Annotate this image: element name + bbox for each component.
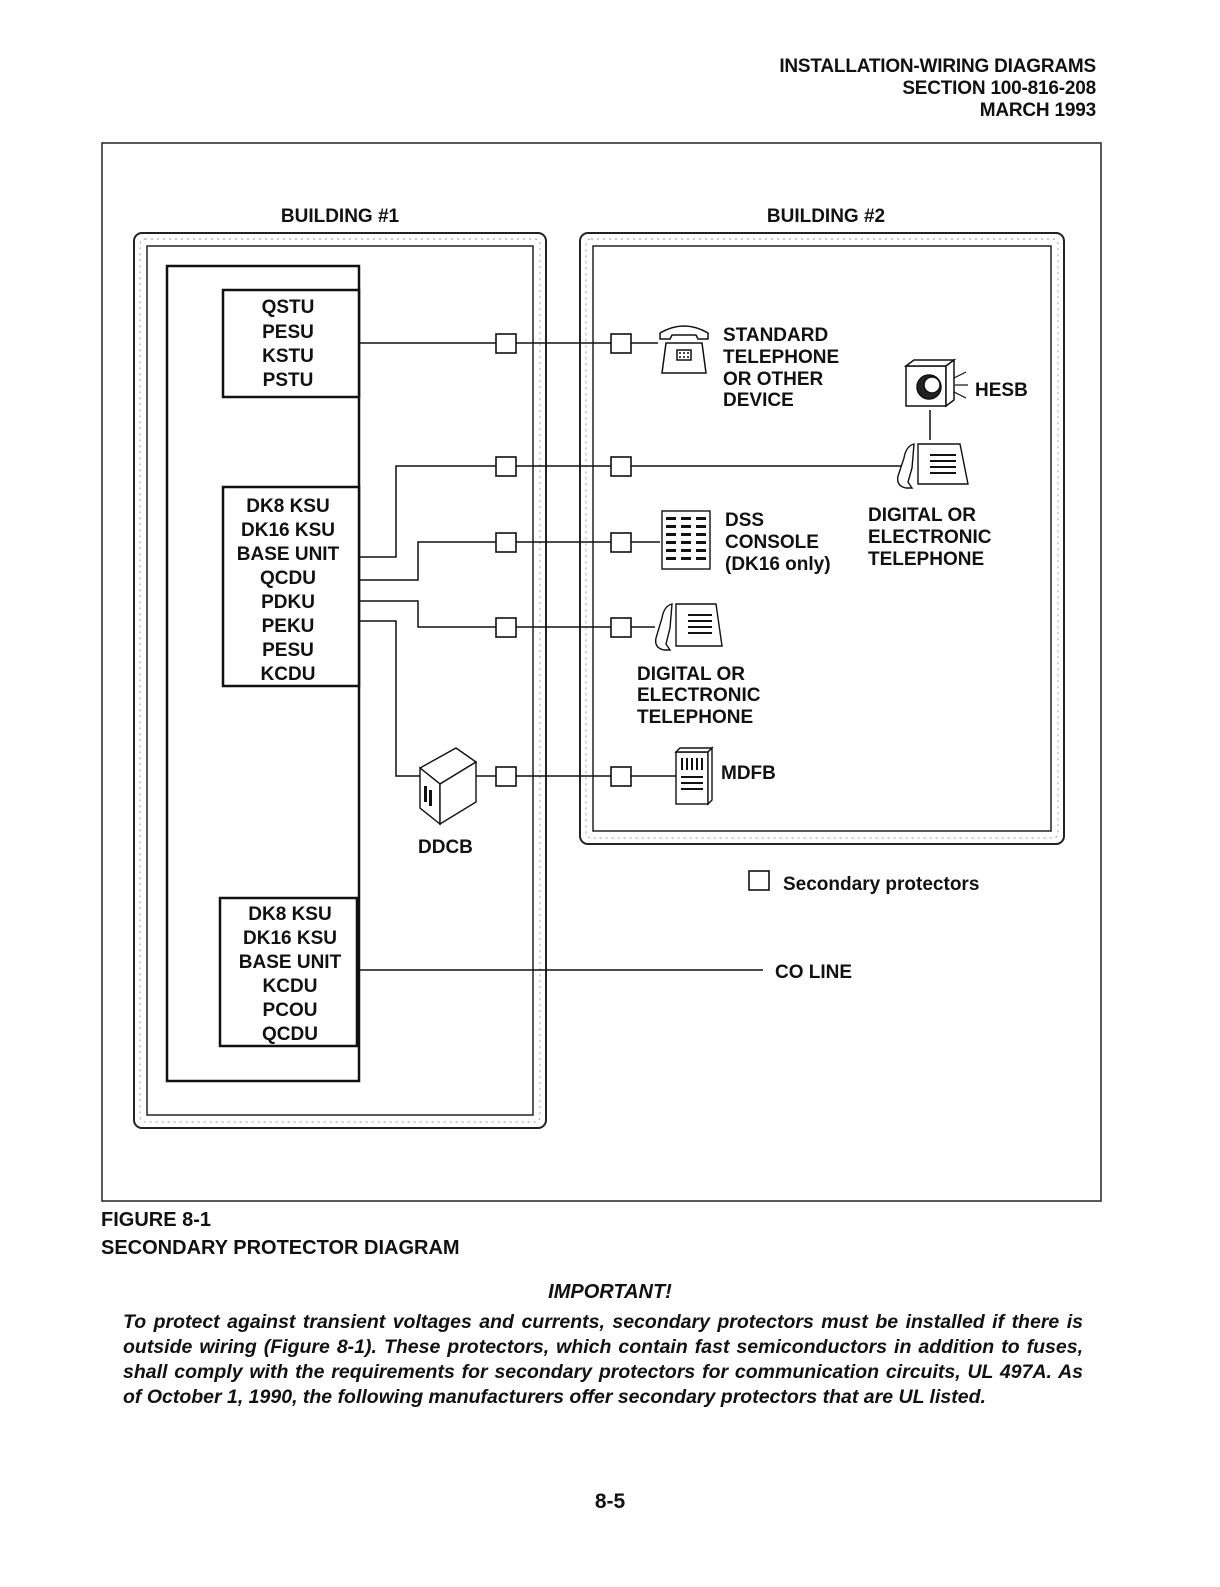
ksu-mid-line-8: KCDU	[261, 664, 316, 685]
ksu-bot-line-3: BASE UNIT	[239, 952, 342, 973]
protector-b2-row2	[610, 456, 632, 477]
digital-telephone-left-icon	[654, 603, 723, 651]
protector-b2-row3	[610, 532, 632, 553]
ksu-bot-line-1: DK8 KSU	[248, 904, 331, 925]
protector-b1-row1	[495, 333, 517, 354]
ksu-mid-line-4: QCDU	[260, 568, 316, 589]
ksu-mid-line-7: PESU	[262, 640, 314, 661]
ksu-box-top	[221, 288, 361, 399]
ksu-top-line-4: PSTU	[263, 370, 314, 391]
ksu-mid-line-3: BASE UNIT	[237, 544, 340, 565]
figure-title: SECONDARY PROTECTOR DIAGRAM	[101, 1237, 460, 1259]
header-date: MARCH 1993	[979, 100, 1096, 121]
important-body: To protect against transient voltages an…	[123, 1311, 1083, 1408]
building1-label: BUILDING #1	[281, 206, 400, 227]
hesb-icon	[903, 358, 968, 408]
protector-b1-row2	[495, 456, 517, 477]
ksu-mid-line-6: PEKU	[262, 616, 315, 637]
digital-telephone-left-line-2: ELECTRONIC	[637, 685, 761, 706]
ksu-bot-line-2: DK16 KSU	[243, 928, 337, 949]
ksu-bot-line-4: KCDU	[263, 976, 318, 997]
wiring	[357, 342, 931, 971]
page-number: 8-5	[594, 1490, 626, 1513]
digital-telephone-right-line-3: TELEPHONE	[868, 549, 984, 570]
ksu-box-bottom	[218, 896, 359, 1048]
ddcb-label: DDCB	[418, 837, 473, 858]
standard-telephone-line-3: OR OTHER	[723, 369, 824, 390]
figure-caption: FIGURE 8-1 SECONDARY PROTECTOR DIAGRAM	[101, 1206, 460, 1262]
ksu-box-middle	[221, 485, 361, 688]
digital-telephone-right-icon	[896, 443, 969, 489]
mdfb-label: MDFB	[721, 763, 776, 784]
protector-b1-row3	[495, 532, 517, 553]
legend-protector-icon	[748, 870, 770, 891]
ksu-bot-line-5: PCOU	[263, 1000, 318, 1021]
building1-outline	[133, 232, 547, 1129]
ksu-mid-line-5: PDKU	[261, 592, 315, 613]
header-title: INSTALLATION-WIRING DIAGRAMS	[779, 56, 1096, 77]
page-header: INSTALLATION-WIRING DIAGRAMS SECTION 100…	[779, 56, 1096, 122]
dss-console-icon	[661, 510, 711, 570]
protector-b2-row5	[610, 766, 632, 787]
building2-label: BUILDING #2	[767, 206, 885, 227]
standard-telephone-line-1: STANDARD	[723, 325, 828, 346]
protector-b2-row4	[610, 617, 632, 638]
header-section: SECTION 100-816-208	[902, 78, 1096, 99]
building2-outline	[579, 232, 1065, 845]
ksu-top-line-3: KSTU	[262, 346, 314, 367]
standard-telephone-line-4: DEVICE	[723, 390, 794, 411]
co-line-label: CO LINE	[775, 962, 852, 983]
ksu-top-line-1: QSTU	[262, 297, 315, 318]
mdfb-icon	[674, 746, 714, 806]
dss-console-line-3: (DK16 only)	[725, 554, 831, 575]
ksu-mid-line-2: DK16 KSU	[241, 520, 335, 541]
standard-telephone-icon	[659, 325, 709, 374]
standard-telephone-line-2: TELEPHONE	[723, 347, 839, 368]
digital-telephone-right-line-1: DIGITAL OR	[868, 505, 976, 526]
hesb-label: HESB	[975, 380, 1028, 401]
ksu-top-line-2: PESU	[262, 322, 314, 343]
ddcb-icon	[418, 747, 478, 826]
ksu-bot-line-6: QCDU	[262, 1024, 318, 1045]
digital-telephone-left-line-1: DIGITAL OR	[637, 664, 745, 685]
protector-b1-row5	[495, 766, 517, 787]
dss-console-line-2: CONSOLE	[725, 532, 819, 553]
protector-b1-row4	[495, 617, 517, 638]
legend-label: Secondary protectors	[783, 874, 979, 895]
figure-number: FIGURE 8-1	[101, 1209, 212, 1231]
digital-telephone-left-line-3: TELEPHONE	[637, 707, 753, 728]
dss-console-line-1: DSS	[725, 510, 764, 531]
digital-telephone-right-line-2: ELECTRONIC	[868, 527, 992, 548]
ksu-mid-line-1: DK8 KSU	[246, 496, 329, 517]
figure-frame	[101, 142, 1102, 1202]
protector-b2-row1	[610, 333, 632, 354]
important-title: IMPORTANT!	[548, 1281, 672, 1303]
